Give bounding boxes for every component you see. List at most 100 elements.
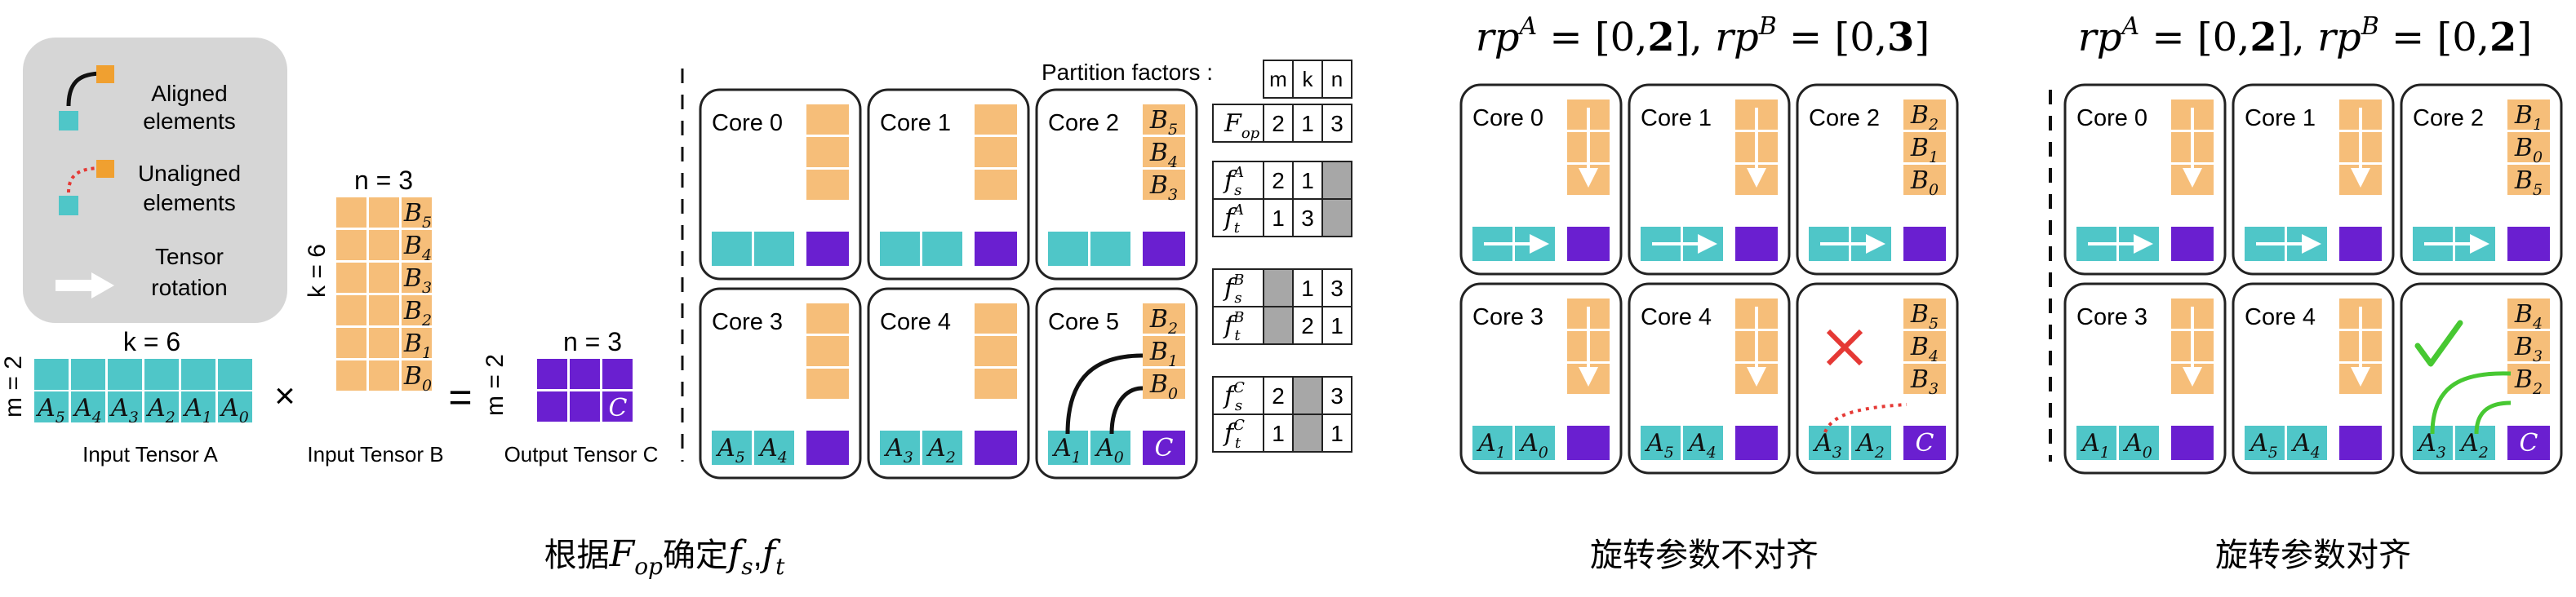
tensor-c-n-label: n = 3 [563, 327, 622, 356]
core-a-cell [1809, 426, 1849, 460]
core-b-cell [806, 369, 849, 399]
partition-cell [1263, 161, 1294, 200]
core-b-label: B4 [1149, 139, 1178, 171]
tensor-b-cell-label: B5 [403, 199, 432, 232]
core-c-cell [806, 431, 849, 465]
partition-cell [1263, 198, 1294, 237]
tensor-c-m-label: m = 2 [482, 354, 509, 416]
core-a-cell [1048, 232, 1088, 266]
tensor-b-cell [369, 263, 399, 293]
tensor-b-caption: Input Tensor B [307, 442, 443, 467]
tensor-c-caption: Output Tensor C [504, 442, 659, 467]
core-name: Core 4 [880, 309, 951, 335]
tensor-b-cell [336, 328, 366, 358]
tensor-a-m-label: m = 2 [0, 356, 27, 418]
core-b-cell [1143, 336, 1185, 366]
core-b-cell [2507, 100, 2550, 130]
check-icon [2414, 320, 2463, 367]
legend-aligned: Aligned elements [59, 65, 236, 134]
tensor-a-cell-label: A3 [109, 394, 139, 427]
tensor-c-cell [537, 391, 567, 422]
core-a-cell [1048, 431, 1088, 465]
core-name: Core 1 [2245, 105, 2316, 131]
partition-value: 2 [1272, 168, 1285, 193]
core-b-cell [806, 170, 849, 200]
tensor-b-cell-label: B0 [403, 362, 432, 395]
partition-label-cell [1212, 306, 1264, 345]
partition-header: n [1331, 67, 1343, 91]
legend-unaligned-line1: Unaligned [138, 161, 241, 186]
tensor-a-cell [218, 391, 252, 422]
tensor-b-cell [336, 263, 366, 293]
core-c-cell [2171, 227, 2214, 261]
tensor-b-cell [402, 328, 432, 358]
tensor-c-cell [602, 359, 633, 389]
partition-value: 3 [1330, 383, 1344, 409]
core-a-cell [1515, 426, 1555, 460]
core-name: Core 3 [2076, 304, 2147, 330]
partition-cell [1263, 104, 1294, 143]
core-b-cell [975, 104, 1017, 135]
core-b-cell [806, 104, 849, 135]
tensor-b-cell-label: B3 [403, 264, 432, 297]
partition-value: 1 [1301, 276, 1314, 301]
partition-header: k [1303, 67, 1314, 91]
output-tensor-c: C [537, 359, 633, 422]
core5-aligned-curve-b1 [1065, 353, 1144, 435]
tensor-a-cell [181, 391, 215, 422]
core-c-cell [2507, 227, 2550, 261]
tensor-b-cell-label: B2 [403, 297, 432, 329]
core-c-cell [2339, 426, 2382, 460]
partition-cell [1321, 104, 1352, 143]
tensor-b-cell [369, 328, 399, 358]
core-a-label: A4 [2290, 429, 2321, 462]
partition-label-cell [1212, 376, 1264, 415]
tensor-a-cell [144, 391, 179, 422]
tensor-b-cell [369, 295, 399, 325]
core-name: Core 4 [1641, 304, 1712, 330]
core-c-cell [1567, 426, 1610, 460]
partition-value: 3 [1330, 276, 1344, 301]
partition-header-cell [1292, 60, 1323, 99]
tensor-a-cell [108, 391, 142, 422]
partition-value: 1 [1301, 168, 1314, 193]
core-b-cell [2507, 298, 2550, 329]
core-b-label: B1 [2514, 101, 2543, 134]
core-b-cell [2507, 165, 2550, 195]
partition-value: 1 [1272, 421, 1285, 446]
core-b-cell [806, 137, 849, 167]
tensor-a-caption: Input Tensor A [82, 442, 218, 467]
panel-3-caption: 旋转参数对齐 [2215, 537, 2411, 573]
tensor-c-cell [602, 391, 633, 422]
core-name: Core 0 [712, 110, 783, 136]
core-b-cell [1903, 364, 1946, 394]
core-a-label: A2 [926, 434, 956, 467]
core-a-cell [2245, 426, 2285, 460]
core-0: Core 0 [2063, 83, 2227, 276]
legend-aligned-line2: elements [143, 108, 236, 134]
core-a-cell [1683, 426, 1723, 460]
core-name: Core 1 [880, 110, 951, 136]
core-c-cell [2339, 227, 2382, 261]
core-a-cell [1090, 431, 1130, 465]
core-b-label: B5 [1910, 300, 1939, 333]
tensor-b-cell-label: B1 [403, 329, 432, 362]
core-b-label: B3 [1910, 365, 1939, 398]
core-a-cell [922, 232, 962, 266]
tensor-b-cell-label: B4 [403, 232, 432, 264]
tensor-b-cell [336, 360, 366, 391]
tensor-a-cell-label: A1 [182, 394, 212, 427]
core-b-label: B1 [1149, 338, 1178, 370]
core-b-label: B3 [1149, 171, 1178, 204]
core-b-cell [975, 336, 1017, 366]
partition-value: 1 [1330, 313, 1344, 338]
tensor-b-cell [402, 360, 432, 391]
tensor-a-cell-top [218, 359, 252, 390]
panel-2-caption: 旋转参数不对齐 [1590, 537, 1819, 573]
core-a-cell [754, 431, 794, 465]
